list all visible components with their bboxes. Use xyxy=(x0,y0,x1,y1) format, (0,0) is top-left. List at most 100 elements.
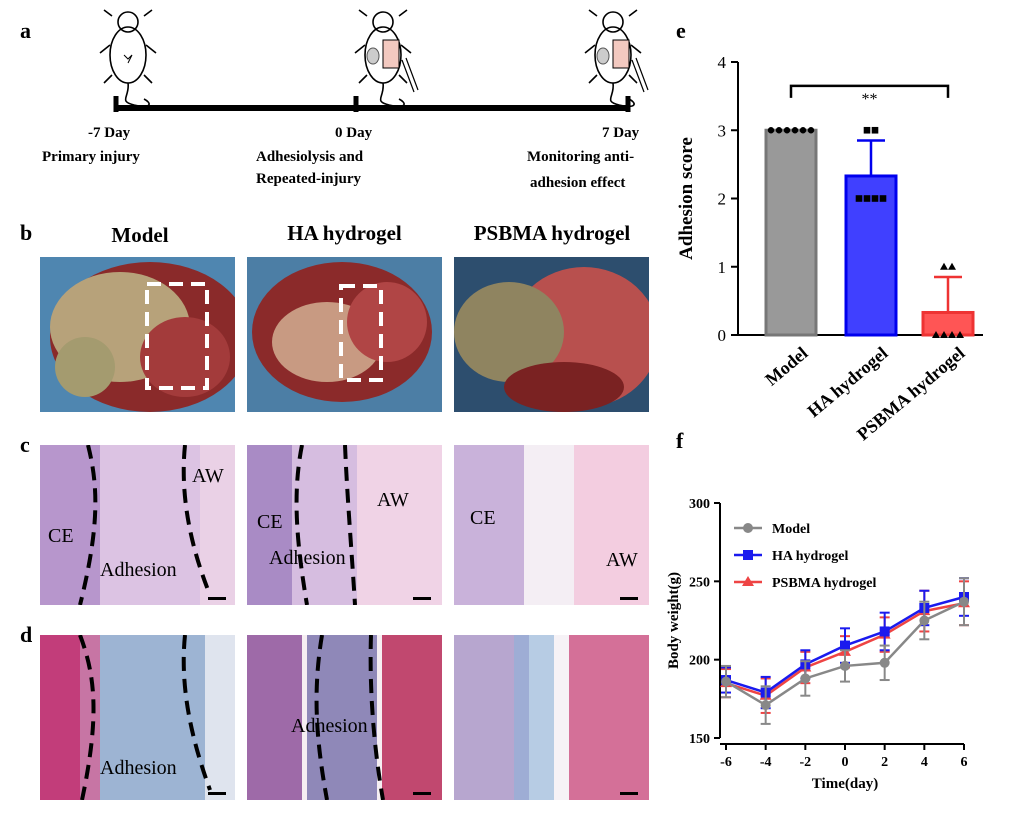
data-point xyxy=(940,331,948,338)
series-ha-hydrogel xyxy=(721,577,969,710)
masson-ha-hydrogel: Adhesion xyxy=(247,635,442,800)
bar xyxy=(764,128,818,337)
x-tick-label: 4 xyxy=(921,755,928,770)
timeline-day-1: -7 Day xyxy=(88,125,131,141)
panel-c-letter: c xyxy=(20,432,30,457)
timeline-graphic xyxy=(99,9,649,112)
timeline-desc-2b: Repeated-injury xyxy=(256,171,361,187)
data-point xyxy=(932,331,940,338)
y-tick-label: 250 xyxy=(689,575,710,590)
scale-bar xyxy=(620,597,638,600)
data-point xyxy=(879,195,887,202)
data-point xyxy=(783,127,791,134)
timeline-day-2: 0 Day xyxy=(335,125,373,141)
timeline-day-3: 7 Day xyxy=(602,125,640,141)
masson-psbma-hydrogel xyxy=(454,635,649,800)
he-ha-label-adhesion: Adhesion xyxy=(269,547,346,569)
y-axis-label: Body weight(g) xyxy=(666,572,682,669)
data-point xyxy=(956,331,964,338)
y-axis-label: Adhesion score xyxy=(676,137,697,260)
he-ha-label-aw: AW xyxy=(377,489,409,511)
y-tick-label: 200 xyxy=(689,654,710,669)
panel-a-letter: a xyxy=(20,18,31,43)
data-point xyxy=(959,596,969,607)
data-point xyxy=(840,660,850,671)
significance-bracket xyxy=(789,84,950,98)
data-point xyxy=(791,127,799,134)
data-point xyxy=(879,626,890,637)
photo-model xyxy=(40,257,235,412)
scale-bar xyxy=(208,597,226,600)
x-tick-label: 0 xyxy=(842,755,849,770)
series-model xyxy=(721,577,969,725)
column-title-model: Model xyxy=(111,223,169,247)
x-tick-label: -4 xyxy=(760,755,772,770)
masson-model: Adhesion xyxy=(40,635,235,800)
y-tick-label: 4 xyxy=(718,53,727,72)
he-model-label-ce: CE xyxy=(48,525,74,547)
panel-b-letter: b xyxy=(20,220,33,245)
scale-bar xyxy=(413,792,431,795)
panel-e-letter: e xyxy=(676,18,686,43)
rat-illustration-1 xyxy=(99,9,157,108)
data-point xyxy=(775,127,783,134)
y-tick-label: 300 xyxy=(689,497,710,512)
data-point xyxy=(879,657,890,668)
legend-label: HA hydrogel xyxy=(772,549,848,564)
scale-bar xyxy=(413,597,431,600)
data-point xyxy=(940,262,948,270)
y-tick-label: 2 xyxy=(718,190,727,209)
data-point xyxy=(919,615,930,626)
data-point xyxy=(863,126,871,134)
rat-illustration-2 xyxy=(354,9,419,108)
he-psbma-label-ce: CE xyxy=(470,507,496,529)
data-point xyxy=(721,676,731,687)
he-psbma-hydrogel: CE AW xyxy=(454,445,649,605)
legend-marker xyxy=(743,523,753,533)
masson-model-label-adhesion: Adhesion xyxy=(100,757,177,779)
data-point xyxy=(871,195,879,202)
y-tick-label: 150 xyxy=(689,732,710,747)
scale-bar xyxy=(208,792,226,795)
x-axis-label: Time(day) xyxy=(812,776,878,792)
photo-ha-hydrogel xyxy=(247,257,442,412)
timeline-desc-3a: Monitoring anti- xyxy=(527,149,635,165)
data-point xyxy=(871,126,879,134)
data-point xyxy=(840,640,850,651)
data-point xyxy=(948,331,956,338)
data-point xyxy=(767,127,775,134)
he-ha-label-ce: CE xyxy=(257,511,283,533)
data-point xyxy=(800,673,811,684)
x-tick-label: 2 xyxy=(881,755,888,770)
bar xyxy=(844,174,898,337)
legend-marker xyxy=(743,550,753,560)
data-point xyxy=(799,127,807,134)
legend-marker xyxy=(742,576,754,586)
masson-ha-label-adhesion: Adhesion xyxy=(291,715,368,737)
x-tick-label: -2 xyxy=(799,755,811,770)
x-tick-label: 6 xyxy=(961,755,968,770)
column-title-psbma: PSBMA hydrogel xyxy=(473,221,631,245)
legend-label: Model xyxy=(772,522,810,537)
x-tick-label: -6 xyxy=(720,755,732,770)
panel-f-letter: f xyxy=(676,428,684,453)
y-tick-label: 1 xyxy=(718,258,727,277)
column-title-ha: HA hydrogel xyxy=(287,221,402,245)
he-model-label-aw: AW xyxy=(192,465,224,487)
he-model-label-adhesion: Adhesion xyxy=(100,559,177,581)
photo-psbma-hydrogel xyxy=(454,257,649,412)
rat-illustration-3 xyxy=(584,9,649,108)
data-point xyxy=(948,262,956,270)
timeline-desc-2a: Adhesiolysis and xyxy=(256,149,364,165)
timeline-desc-3b: adhesion effect xyxy=(530,175,626,191)
he-model: CE Adhesion AW xyxy=(40,445,235,605)
timeline-desc-1: Primary injury xyxy=(42,149,140,165)
he-ha-hydrogel: CE Adhesion AW xyxy=(247,445,442,605)
bar xyxy=(921,310,975,337)
data-point xyxy=(855,195,863,202)
significance-label: ** xyxy=(862,91,878,108)
data-point xyxy=(863,195,871,202)
